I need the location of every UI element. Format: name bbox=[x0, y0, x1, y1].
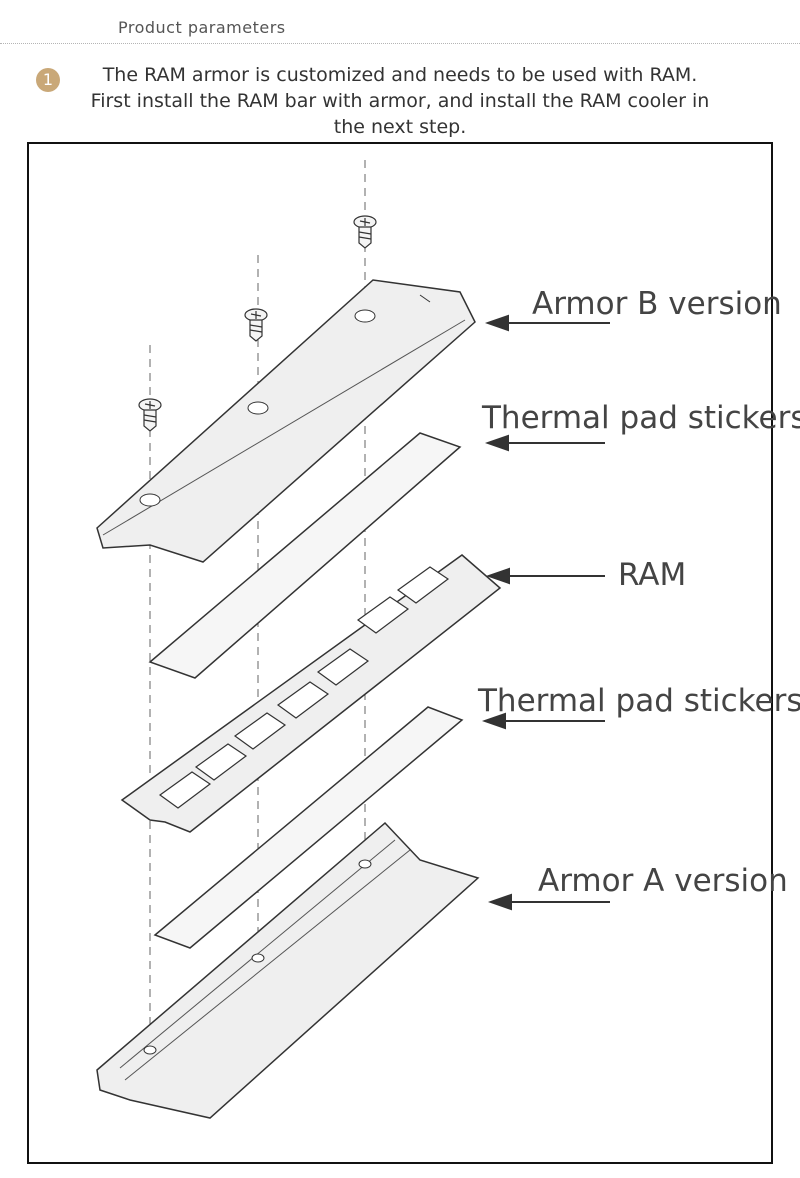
screw-icon bbox=[244, 308, 268, 342]
thermal-pad-bottom bbox=[153, 706, 464, 949]
section-header: Product parameters bbox=[0, 0, 800, 48]
screw-icon bbox=[138, 398, 162, 432]
intro-line-2: First install the RAM bar with armor, an… bbox=[90, 90, 710, 112]
label-thermal-pad-top: Thermal pad stickers bbox=[482, 400, 800, 436]
ram-module bbox=[120, 554, 502, 833]
intro-text: The RAM armor is customized and needs to… bbox=[30, 62, 770, 140]
ram-chips bbox=[158, 566, 450, 809]
label-thermal-pad-bottom: Thermal pad stickers bbox=[478, 683, 800, 719]
section-title: Product parameters bbox=[118, 18, 286, 37]
intro-line-3: the next step. bbox=[333, 116, 467, 138]
label-ram: RAM bbox=[618, 557, 687, 593]
header-divider bbox=[0, 43, 800, 44]
callout-arrows bbox=[481, 314, 610, 911]
armor-a-rail bbox=[96, 821, 480, 1119]
thermal-pad-top bbox=[148, 432, 462, 679]
step-number-badge: 1 bbox=[36, 68, 60, 92]
armor-b-plate bbox=[96, 279, 476, 563]
label-armor-a: Armor A version bbox=[538, 863, 788, 899]
screw-icon bbox=[353, 215, 377, 249]
diagram-frame bbox=[27, 142, 773, 1164]
label-armor-b: Armor B version bbox=[532, 286, 782, 322]
intro-line-1: The RAM armor is customized and needs to… bbox=[102, 64, 698, 86]
